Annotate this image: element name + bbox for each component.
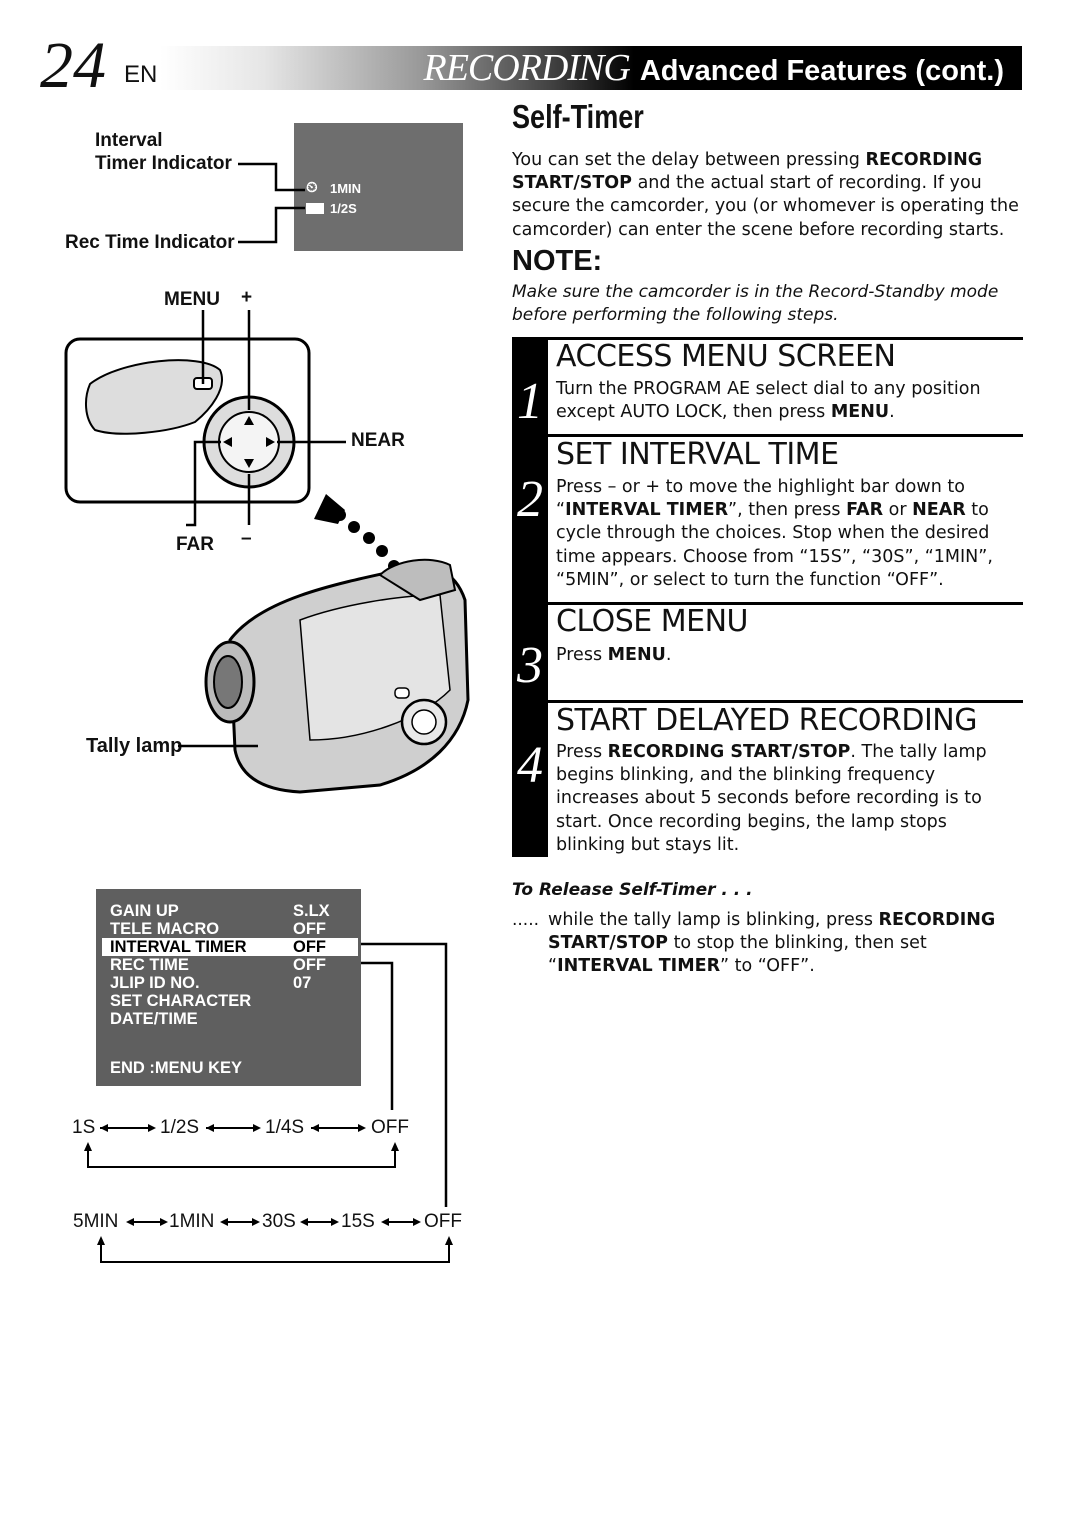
menu-item-value: OFF	[293, 920, 326, 938]
step-text: Press – or + to move the highlight bar d…	[556, 477, 993, 590]
menu-item-label: REC TIME	[110, 956, 189, 974]
step-title: CLOSE MENU	[556, 604, 748, 639]
step-text: Press RECORDING START/STOP. The tally la…	[556, 742, 987, 855]
step-divider	[548, 434, 1023, 437]
menu-button-label: MENU	[164, 289, 220, 310]
interval-cycle-arrows	[97, 1218, 453, 1263]
rec-time-option: OFF	[371, 1117, 409, 1138]
menu-item-label: GAIN UP	[110, 902, 179, 920]
release-dots: .....	[512, 910, 540, 930]
step-title: SET INTERVAL TIME	[556, 437, 839, 472]
menu-item-label: SET CHARACTER	[110, 992, 252, 1010]
section-title: Self-Timer	[512, 98, 644, 135]
step-number: 2	[517, 471, 543, 528]
step-text: Press MENU.	[556, 645, 672, 665]
minus-label: –	[241, 528, 252, 549]
control-panel	[64, 310, 346, 527]
rec-time-cycle-arrows	[84, 1124, 399, 1168]
release-title: To Release Self-Timer . . .	[512, 880, 753, 900]
menu-screen	[96, 889, 361, 1086]
step-number: 3	[517, 637, 543, 694]
menu-item-label: TELE MACRO	[110, 920, 220, 938]
menu-item-label: JLIP ID NO.	[110, 974, 200, 992]
near-label: NEAR	[351, 430, 405, 451]
interval-option: 5MIN	[73, 1211, 119, 1232]
interval-option: 15S	[341, 1211, 375, 1232]
rec-time-indicator-label: Rec Time Indicator	[65, 232, 235, 253]
note-text: Make sure the camcorder is in the Record…	[512, 282, 999, 326]
far-label: FAR	[176, 534, 214, 555]
viewfinder-display: ⏲ 1MIN 1/2S	[294, 123, 463, 251]
menu-item-label: DATE/TIME	[110, 1010, 198, 1028]
timer-icon: ⏲	[306, 179, 318, 196]
tape-icon	[306, 203, 324, 214]
header-title-sub: Advanced Features (cont.)	[639, 55, 1004, 87]
step-divider	[548, 700, 1023, 703]
step-text: Turn the PROGRAM AE select dial to any p…	[556, 379, 981, 423]
menu-highlight-bar	[102, 938, 358, 956]
interval-option: 1MIN	[169, 1211, 215, 1232]
plus-label: +	[241, 287, 253, 308]
rec-time-option: 1/2S	[160, 1117, 200, 1138]
interval-option: OFF	[424, 1211, 462, 1232]
osd-interval-value: 1MIN	[330, 181, 362, 196]
step-divider	[548, 602, 1023, 605]
intro-paragraph: You can set the delay between pressing R…	[512, 150, 1019, 240]
step-title: ACCESS MENU SCREEN	[556, 339, 896, 374]
step-number: 1	[517, 373, 543, 430]
page-number: 24	[40, 29, 106, 102]
menu-item-value: 07	[293, 974, 312, 992]
step-title: START DELAYED RECORDING	[556, 703, 978, 738]
menu-item-value: S.LX	[293, 902, 330, 920]
tally-lamp-label: Tally lamp	[86, 735, 183, 757]
step-divider	[548, 337, 1023, 340]
release-text: while the tally lamp is blinking, press …	[548, 910, 996, 977]
osd-rectime-value: 1/2S	[330, 201, 357, 216]
menu-item-value: OFF	[293, 956, 326, 974]
step-number-bar	[512, 337, 548, 857]
timer-indicator-label: Timer Indicator	[95, 153, 232, 174]
rec-time-option: 1S	[72, 1117, 96, 1138]
interval-option: 30S	[262, 1211, 296, 1232]
menu-item-label-selected: INTERVAL TIMER	[110, 938, 247, 956]
menu-item-value-selected: OFF	[293, 938, 326, 956]
header-title-main: RECORDING	[423, 47, 631, 89]
menu-end-label: END :MENU KEY	[110, 1059, 243, 1077]
step-number: 4	[517, 737, 543, 794]
note-title: NOTE:	[512, 245, 603, 277]
language-code: EN	[124, 61, 158, 88]
rec-time-option: 1/4S	[265, 1117, 305, 1138]
camcorder-illustration	[204, 558, 470, 794]
interval-label: Interval	[95, 130, 163, 151]
